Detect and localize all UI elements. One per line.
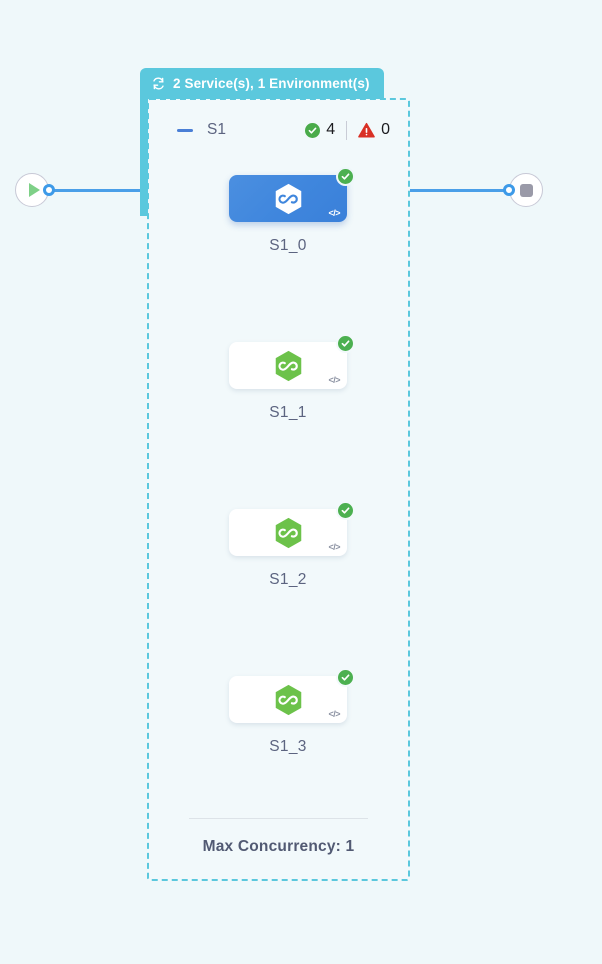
end-connector-dot[interactable] bbox=[503, 184, 515, 196]
warning-triangle-icon bbox=[358, 122, 375, 139]
start-connector-dot[interactable] bbox=[43, 184, 55, 196]
counter-divider bbox=[346, 120, 348, 140]
code-icon[interactable]: </> bbox=[328, 208, 340, 218]
node-s1-2[interactable]: </> S1_2 bbox=[229, 501, 355, 589]
check-circle-icon bbox=[305, 122, 321, 138]
warning-count: 0 bbox=[381, 121, 390, 138]
check-circle-icon bbox=[336, 167, 355, 186]
node-s1-0[interactable]: </> S1_0 bbox=[229, 167, 355, 255]
group-footer: Max Concurrency: 1 bbox=[189, 818, 368, 856]
max-concurrency-label: Max Concurrency: 1 bbox=[202, 838, 355, 855]
node-label: S1_1 bbox=[269, 404, 307, 421]
connector-line-right bbox=[410, 189, 506, 192]
play-icon bbox=[28, 183, 40, 197]
code-icon[interactable]: </> bbox=[328, 709, 340, 719]
service-environment-tab[interactable]: 2 Service(s), 1 Environment(s) bbox=[140, 68, 384, 99]
service-group-container[interactable]: S1 4 bbox=[147, 98, 410, 881]
group-name-label: S1 bbox=[207, 121, 226, 138]
service-tab-label: 2 Service(s), 1 Environment(s) bbox=[173, 76, 370, 91]
connector-line-left bbox=[52, 189, 148, 192]
node-s1-3[interactable]: </> S1_3 bbox=[229, 668, 355, 756]
refresh-loop-icon bbox=[151, 76, 166, 91]
stop-icon bbox=[519, 183, 533, 197]
hexagon-loop-icon bbox=[274, 183, 303, 215]
minus-icon[interactable] bbox=[177, 128, 193, 132]
check-circle-icon bbox=[336, 501, 355, 520]
node-card[interactable]: </> bbox=[229, 334, 355, 389]
hexagon-loop-icon bbox=[274, 517, 303, 549]
code-icon[interactable]: </> bbox=[328, 375, 340, 385]
group-accent-bar bbox=[140, 96, 148, 216]
warning-counter: 0 bbox=[358, 121, 390, 139]
node-label: S1_3 bbox=[269, 738, 307, 755]
node-label: S1_2 bbox=[269, 571, 307, 588]
node-card[interactable]: </> bbox=[229, 668, 355, 723]
hexagon-loop-icon bbox=[274, 350, 303, 382]
node-card[interactable]: </> bbox=[229, 501, 355, 556]
group-status-counters: 4 0 bbox=[305, 120, 390, 140]
node-card[interactable]: </> bbox=[229, 167, 355, 222]
node-s1-1[interactable]: </> S1_1 bbox=[229, 334, 355, 422]
group-header: S1 4 bbox=[149, 116, 408, 144]
healthy-count: 4 bbox=[326, 121, 336, 138]
hexagon-loop-icon bbox=[274, 684, 303, 716]
check-circle-icon bbox=[336, 668, 355, 687]
node-label: S1_0 bbox=[269, 237, 307, 254]
footer-divider bbox=[189, 818, 368, 819]
healthy-counter: 4 bbox=[305, 121, 335, 139]
check-circle-icon bbox=[336, 334, 355, 353]
code-icon[interactable]: </> bbox=[328, 542, 340, 552]
